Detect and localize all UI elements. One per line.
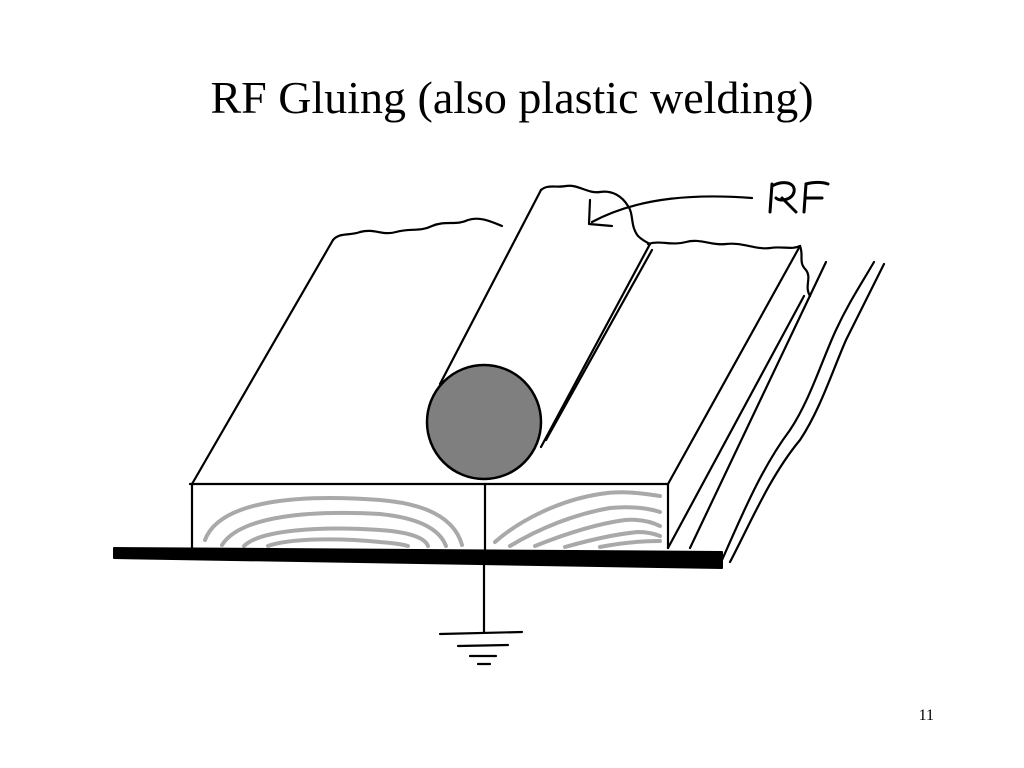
rod-right-edge: [539, 242, 652, 449]
ground-plate: [113, 260, 886, 569]
rf-arrow-line: [590, 195, 754, 224]
rf-electrode-rod: [425, 184, 654, 481]
ground-line-2: [456, 643, 510, 648]
wood-grain: [203, 490, 662, 549]
plate-break-line-1: [720, 260, 876, 562]
workpiece-side-line: [666, 294, 806, 550]
rf-label-handwritten: [768, 181, 830, 214]
rf-arrowhead: [587, 198, 614, 228]
ground-line-1: [438, 630, 524, 636]
rf-annotation: [587, 181, 830, 228]
ground-symbol: [438, 558, 524, 666]
rod-top-edge: [539, 184, 652, 246]
workpiece-right-break: [798, 244, 812, 298]
slide-number: 11: [918, 707, 934, 724]
ground-plate-bar: [113, 547, 723, 569]
wood-workpiece: [188, 217, 828, 562]
workpiece-left-edge: [190, 238, 335, 486]
workpiece-right-edge: [666, 244, 802, 486]
slide-title: RF Gluing (also plastic welding): [210, 72, 814, 123]
electrode-end-circle: [425, 363, 543, 481]
rod-left-edge: [438, 188, 543, 386]
workpiece-back-edge-right: [646, 239, 802, 250]
plate-side-line-1: [688, 260, 828, 550]
rod-right-edge-inner: [544, 248, 654, 442]
workpiece-back-edge-left: [331, 217, 504, 242]
plate-break-line-2: [728, 262, 886, 564]
